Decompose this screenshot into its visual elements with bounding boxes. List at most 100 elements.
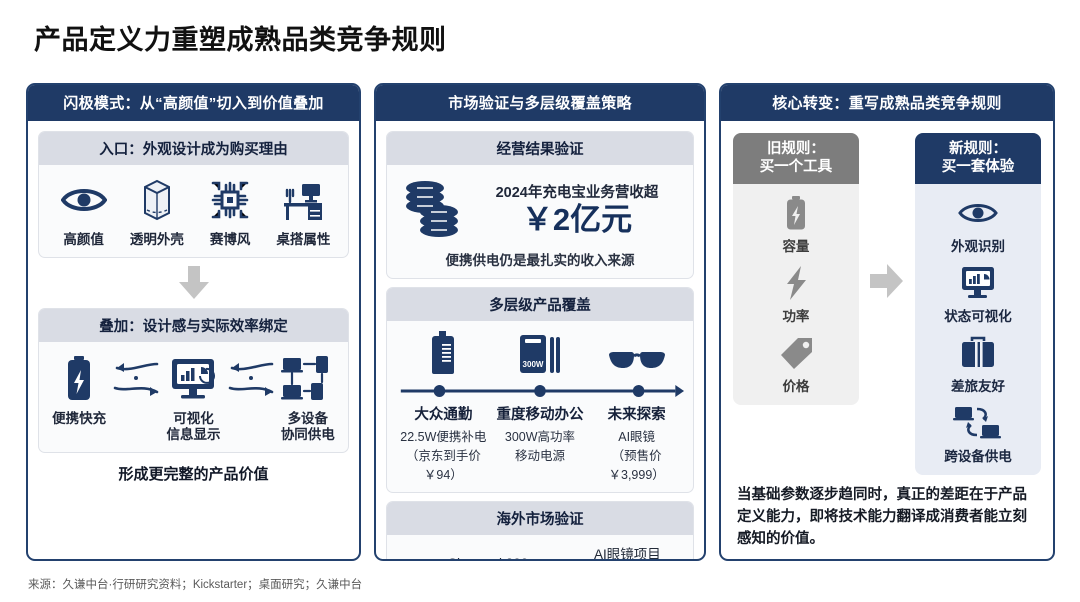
panel-middle-body: 经营结果验证 [376, 121, 704, 561]
price-tag-icon [778, 334, 814, 372]
tier-label-row: 大众通勤 22.5W便携补电 （京东到手价￥94） 重度移动办公 300W高功率… [395, 403, 685, 483]
revenue-card-header: 经营结果验证 [387, 132, 693, 165]
new-rule-item-4: 跨设备供电 [919, 404, 1037, 465]
overseas-card-header: 海外市场验证 [387, 502, 693, 535]
stack-item-1-label: 便携快充 [52, 410, 107, 426]
tier-3-detail1: AI眼镜 [618, 430, 656, 444]
stack-item-3-label: 多设备协同供电 [280, 410, 335, 443]
panel-right-header: 核心转变：重写成熟品类竞争规则 [721, 85, 1053, 121]
cross-device-power-icon [953, 404, 1003, 442]
entry-card-body: 高颜值 透明外壳 [39, 165, 348, 257]
panel-right: 核心转变：重写成熟品类竞争规则 旧规则：买一个工具 [719, 83, 1055, 561]
stack-item-3: 多设备协同供电 [278, 351, 338, 443]
tier-icon-1-wrap [395, 329, 491, 380]
page-title: 产品定义力重塑成熟品类竞争规则 [34, 25, 447, 55]
multi-device-icon [280, 351, 336, 405]
stack-icon-row: 便携快充 [47, 351, 340, 443]
battery-bolt-icon [784, 194, 808, 232]
tier-2-detail2: 移动电源 [514, 449, 565, 463]
revenue-subtitle: 便携供电仍是最扎实的收入来源 [445, 253, 635, 268]
new-rule-item-2-label: 状态可视化 [944, 309, 1012, 325]
old-rule-item-3: 价格 [737, 334, 855, 395]
entry-item-4: 桌搭属性 [267, 174, 340, 248]
entry-item-2-label: 透明外壳 [129, 232, 184, 247]
revenue-row: 2024年充电宝业务营收超 ￥2亿元 [395, 174, 685, 243]
panel-middle-header: 市场验证与多层级覆盖策略 [376, 85, 704, 121]
panel-left-header: 闪极模式：从“高颜值”切入到价值叠加 [28, 85, 359, 121]
stack-card-body: 便携快充 [39, 342, 348, 452]
revenue-amount: ￥2亿元 [521, 202, 633, 238]
tier-2-name: 重度移动办公 [496, 407, 584, 423]
new-rule-item-3: 差旅友好 [919, 334, 1037, 395]
old-rule-item-1: 容量 [737, 194, 855, 255]
monitor-chart-icon [168, 351, 218, 405]
old-rules-body: 容量 功率 [733, 184, 859, 406]
entry-item-1-label: 高颜值 [63, 232, 104, 247]
flow-down-arrow [38, 265, 349, 300]
rules-comparison: 旧规则：买一个工具 容量 [731, 131, 1043, 476]
new-rules-body: 外观识别 [915, 184, 1041, 476]
old-rules-title: 旧规则：买一个工具 [733, 133, 859, 185]
overseas-item-1-text: Shargeek300 Kickstarter 24小时筹得近 $28万美元 [448, 555, 532, 559]
revenue-card: 经营结果验证 [386, 131, 694, 279]
tier-1-detail1: 22.5W便携补电 [400, 430, 487, 444]
transparent-cube-icon [137, 174, 177, 226]
entry-item-1: 高颜值 [47, 174, 120, 248]
new-rules-column: 新规则：买一套体验 外观识别 [915, 133, 1041, 476]
tier-icon-3-wrap [589, 347, 685, 380]
cpu-chip-icon [207, 174, 253, 226]
new-rule-item-4-label: 跨设备供电 [944, 449, 1012, 465]
overseas-item-1-line1: Shargeek300 [448, 555, 532, 559]
tier-2-detail1: 300W高功率 [504, 430, 576, 444]
tier-col-3: 未来探索 AI眼镜 （预售价￥3,999） [589, 403, 685, 483]
tier-icon-2-wrap: 300W [492, 329, 588, 380]
old-rule-item-2: 功率 [737, 264, 855, 325]
new-rules-title: 新规则：买一套体验 [915, 133, 1041, 185]
stack-card-header: 叠加：设计感与实际效率绑定 [39, 308, 348, 342]
overseas-item-2-text: AI眼镜项目loomos 半月获超 6,000名支持者 [594, 546, 683, 561]
tier-card: 多层级产品覆盖 [386, 287, 694, 493]
transition-arrow [865, 133, 909, 301]
overseas-item-1: Shargeek300 Kickstarter 24小时筹得近 $28万美元 [397, 546, 537, 559]
tier-3-detail2: （预售价￥3,999） [608, 449, 665, 482]
tier-1-name: 大众通勤 [414, 407, 473, 423]
tier-col-1: 大众通勤 22.5W便携补电 （京东到手价￥94） [395, 403, 491, 483]
svg-text:300W: 300W [523, 360, 544, 369]
old-rule-item-1-label: 容量 [782, 239, 810, 255]
stack-item-2: 可视化信息显示 [163, 351, 223, 443]
tier-col-2: 重度移动办公 300W高功率 移动电源 [492, 403, 588, 483]
cross-arrow-connector-1 [109, 351, 163, 405]
power-bank-icon [428, 329, 458, 380]
overseas-row: Shargeek300 Kickstarter 24小时筹得近 $28万美元 [395, 544, 685, 561]
briefcase-icon [959, 334, 997, 372]
tier-3-name: 未来探索 [607, 407, 666, 423]
new-rule-item-1-label: 外观识别 [951, 239, 1006, 255]
tier-card-header: 多层级产品覆盖 [387, 288, 693, 321]
revenue-card-body: 2024年充电宝业务营收超 ￥2亿元 便携供电仍是最扎实的收入来源 [387, 165, 693, 278]
panel-middle: 市场验证与多层级覆盖策略 经营结果验证 [374, 83, 706, 561]
new-rule-item-2: 状态可视化 [919, 264, 1037, 325]
tier-icon-row: 300W [395, 330, 685, 380]
stack-item-2-label: 可视化信息显示 [166, 410, 221, 443]
tier-card-body: 300W [387, 321, 693, 492]
overseas-item-2: AI眼镜项目loomos 半月获超 6,000名支持者 [543, 546, 683, 561]
eye-icon [958, 194, 998, 232]
entry-item-3-label: 赛博风 [209, 232, 251, 247]
tier-axis [395, 382, 685, 400]
conclusion-text: 当基础参数逐步趋同时，真正的差距在于产品定义能力，即将技术能力翻译成消费者能立刻… [737, 487, 1027, 547]
eye-icon [60, 174, 107, 226]
ai-glasses-icon [607, 347, 667, 380]
entry-item-3: 赛博风 [194, 174, 267, 248]
stack-card: 叠加：设计感与实际效率绑定 便携快充 [38, 307, 349, 454]
overseas-item-2-line1: AI眼镜项目loomos [594, 547, 661, 561]
battery-bolt-icon [63, 351, 95, 405]
new-rule-item-3-label: 差旅友好 [951, 379, 1006, 395]
left-tagline: 形成更完整的产品价值 [118, 466, 269, 484]
panel-left-body: 入口：外观设计成为购买理由 高颜值 [28, 121, 359, 492]
tier-1-detail2: （京东到手价￥94） [405, 449, 481, 482]
new-rule-item-1: 外观识别 [919, 194, 1037, 255]
revenue-line1: 2024年充电宝业务营收超 [495, 185, 659, 202]
entry-item-2: 透明外壳 [120, 174, 193, 248]
overseas-card: 海外市场验证 [386, 501, 694, 561]
entry-icon-row: 高颜值 透明外壳 [47, 174, 340, 248]
